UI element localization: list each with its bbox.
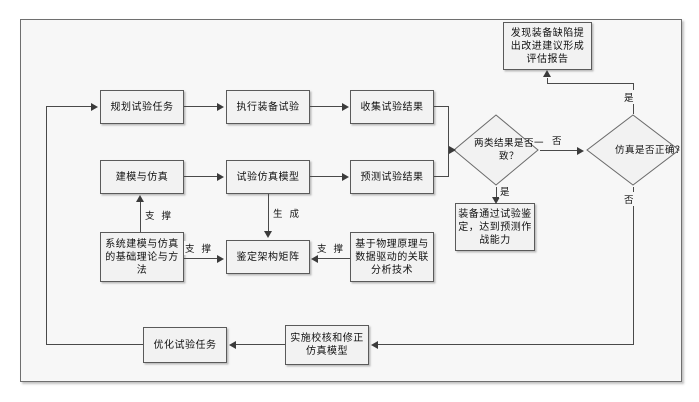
node-optimize-test-task[interactable]: 优化试验任务	[143, 327, 227, 363]
edge-theory-to-matrix	[184, 258, 217, 259]
edge-decision2-down	[633, 187, 634, 345]
edge-theory-to-modeling	[140, 202, 141, 232]
edge-verify-to-optimize	[236, 344, 285, 345]
edge-label-support-2: 支 撑	[184, 241, 215, 255]
node-identification-matrix[interactable]: 鉴定架构矩阵	[226, 240, 310, 274]
edge-physics-to-matrix	[318, 258, 350, 259]
node-collect-test-results-label: 收集试验结果	[360, 101, 424, 113]
edge-decision1-to-pass	[496, 187, 497, 199]
arrowhead-verify-to-optimize	[229, 341, 236, 349]
node-execute-equipment-test[interactable]: 执行装备试验	[226, 90, 310, 124]
edge-leftbus-vertical	[46, 106, 47, 345]
edge-bus-vertical-top	[448, 106, 449, 150]
arrowhead-plan-to-execute	[217, 103, 224, 111]
arrowhead-simmodel-to-predict	[342, 173, 349, 181]
arrowhead-modeling-to-simmodel	[217, 173, 224, 181]
edge-optimize-to-leftbus	[46, 344, 143, 345]
arrowhead-decision2-to-report	[543, 70, 551, 77]
node-find-defects-report[interactable]: 发现装备缺陷提出改进建议形成评估报告	[503, 22, 592, 70]
diagram-frame	[20, 19, 682, 382]
diamond-shape-icon	[453, 114, 539, 186]
edge-collect-to-bus	[434, 106, 449, 107]
node-physics-data-analysis-label: 基于物理原理与数据驱动的关联分析技术	[355, 238, 429, 276]
node-equipment-pass-label: 装备通过试验鉴定，达到预测作战能力	[458, 208, 532, 246]
edge-label-generate: 生 成	[272, 206, 303, 220]
node-physics-data-analysis[interactable]: 基于物理原理与数据驱动的关联分析技术	[350, 232, 434, 282]
edge-decision2-to-report	[547, 78, 548, 84]
arrowhead-leftbus-to-plan	[91, 103, 98, 111]
edge-decision2-left	[547, 83, 634, 84]
arrowhead-theory-to-matrix	[217, 255, 224, 263]
node-modeling-simulation[interactable]: 建模与仿真	[100, 160, 184, 194]
edge-label-consistent-no: 否	[551, 133, 565, 147]
node-identification-matrix-label: 鉴定架构矩阵	[236, 251, 300, 263]
edge-plan-to-execute	[184, 106, 217, 107]
node-collect-test-results[interactable]: 收集试验结果	[350, 90, 434, 124]
node-verify-correct-model-label: 实施校核和修正仿真模型	[290, 333, 364, 357]
node-verify-correct-model[interactable]: 实施校核和修正仿真模型	[285, 325, 369, 365]
edge-bottom-bus-right	[378, 344, 634, 345]
edge-simmodel-to-matrix	[268, 194, 269, 232]
node-system-modeling-theory[interactable]: 系统建模与仿真的基础理论与方法	[100, 232, 184, 282]
edge-modeling-to-simmodel	[184, 176, 217, 177]
node-modeling-simulation-label: 建模与仿真	[115, 171, 169, 183]
arrowhead-theory-to-modeling	[136, 195, 144, 202]
edge-leftbus-to-plan	[46, 106, 91, 107]
decision-results-consistent[interactable]: 两类结果是否一致？	[452, 113, 544, 187]
node-optimize-test-task-label: 优化试验任务	[153, 339, 217, 351]
edge-execute-to-collect	[310, 106, 342, 107]
edge-label-sim-yes: 是	[623, 90, 637, 104]
node-execute-equipment-test-label: 执行装备试验	[236, 101, 300, 113]
edge-label-support-1: 支 撑	[144, 208, 175, 222]
edge-label-sim-no: 否	[623, 192, 637, 206]
node-system-modeling-theory-label: 系统建模与仿真的基础理论与方法	[105, 238, 179, 276]
decision-simulation-correct[interactable]: 仿真是否正确？	[585, 113, 685, 187]
node-find-defects-report-label: 发现装备缺陷提出改进建议形成评估报告	[510, 27, 585, 65]
arrowhead-execute-to-collect	[342, 103, 349, 111]
decision-results-consistent-label: 两类结果是否一致？	[473, 138, 544, 162]
node-plan-test-task-label: 规划试验任务	[110, 101, 174, 113]
node-predict-test-results[interactable]: 预测试验结果	[350, 160, 434, 194]
decision-simulation-correct-label: 仿真是否正确？	[614, 144, 685, 156]
arrowhead-physics-to-matrix	[311, 255, 318, 263]
node-predict-test-results-label: 预测试验结果	[360, 171, 424, 183]
arrowhead-decision1-to-decision2	[577, 147, 584, 155]
edge-predict-to-bus	[434, 176, 449, 177]
node-equipment-pass[interactable]: 装备通过试验鉴定，达到预测作战能力	[455, 203, 535, 251]
arrowhead-bus-to-decision1	[449, 146, 456, 154]
node-test-simulation-model-label: 试验仿真模型	[236, 171, 300, 183]
arrowhead-decision1-to-pass	[492, 197, 500, 204]
edge-simmodel-to-predict	[310, 176, 342, 177]
arrowhead-simmodel-to-matrix	[264, 231, 272, 238]
edge-decision1-to-decision2	[540, 150, 577, 151]
diamond-shape-icon	[586, 114, 680, 186]
edge-label-consistent-yes: 是	[499, 184, 513, 198]
node-plan-test-task[interactable]: 规划试验任务	[100, 90, 184, 124]
node-test-simulation-model[interactable]: 试验仿真模型	[226, 160, 310, 194]
edge-label-support-3: 支 撑	[316, 241, 347, 255]
edge-bus-vertical-bottom	[448, 150, 449, 177]
arrowhead-bus-to-verify	[371, 341, 378, 349]
